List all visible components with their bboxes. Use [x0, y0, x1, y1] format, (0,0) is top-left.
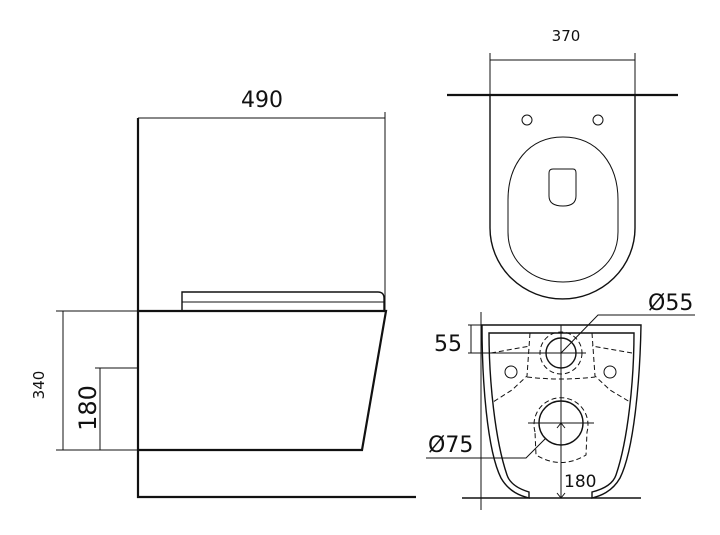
- top-width-label: 370: [552, 27, 581, 45]
- toilet-seat: [181, 291, 385, 311]
- width-label: 490: [241, 88, 283, 113]
- inlet-height-label: 180: [74, 385, 102, 431]
- height-label: 340: [30, 371, 48, 400]
- outlet-leader: [426, 437, 547, 459]
- hidden-lines-upper: [490, 332, 633, 403]
- mount-hole-left: [504, 365, 518, 379]
- height-arrows: [556, 422, 566, 499]
- inlet-diameter-label: Ø55: [648, 291, 693, 316]
- seat-outline: [507, 136, 619, 283]
- side-view: 490 340 180: [30, 88, 416, 499]
- mount-hole-right: [603, 365, 617, 379]
- back-outline: [481, 324, 642, 499]
- seat-hinge-hole-right: [592, 114, 604, 126]
- inlet-hole: [545, 337, 577, 369]
- seat-hinge-hole-left: [521, 114, 533, 126]
- inlet-leader: [560, 314, 695, 354]
- toilet-bowl-side: [138, 309, 388, 452]
- back-view: 55 Ø55 Ø75 180: [426, 291, 695, 510]
- bowl-outline-top: [489, 95, 636, 300]
- top-view: 370: [447, 27, 678, 300]
- outlet-diameter-label: Ø75: [428, 433, 473, 458]
- inlet-offset-label: 55: [434, 332, 462, 357]
- outlet-hole-dashed: [533, 397, 589, 463]
- outlet-height-label: 180: [564, 472, 596, 492]
- bowl-opening: [548, 168, 577, 207]
